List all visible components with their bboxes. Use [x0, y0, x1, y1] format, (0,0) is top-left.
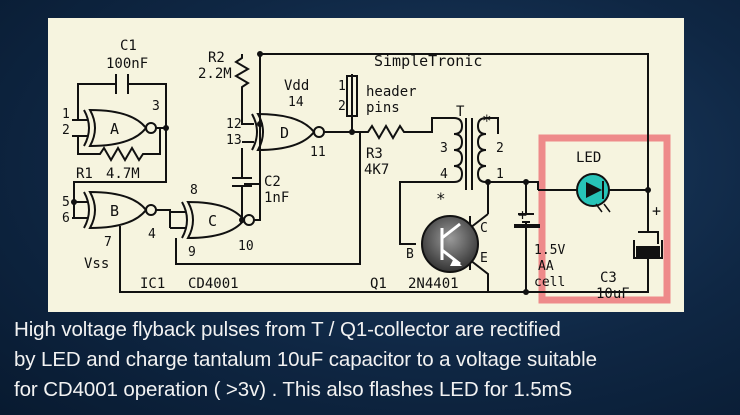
pin-14: 14: [288, 95, 304, 110]
cell-voltage-label: 1.5V: [534, 243, 565, 258]
r3-name: R3: [366, 146, 383, 162]
pin-3: 3: [152, 99, 160, 114]
header-pin-1: 1: [338, 79, 346, 94]
q1-emitter-label: E: [480, 251, 488, 266]
capacitor-c3: [526, 240, 663, 293]
caption-line-3: for CD4001 operation ( >3v) . This also …: [14, 378, 573, 401]
pin-2: 2: [62, 123, 70, 138]
brand-label: SimpleTronic: [374, 52, 482, 70]
pin-13: 13: [226, 133, 242, 148]
c1-name: C1: [120, 38, 137, 54]
gate-b-label: B: [110, 202, 119, 220]
q1-part-label: 2N4401: [408, 276, 459, 292]
pin-10: 10: [238, 239, 254, 254]
transformer-pin-3: 3: [440, 141, 448, 156]
gate-a-label: A: [110, 120, 119, 138]
battery-cell: [514, 224, 540, 228]
pin-9: 9: [188, 245, 196, 260]
ic-part-label: CD4001: [188, 276, 239, 292]
c3-plus: +: [652, 202, 661, 220]
vss-label: Vss: [84, 256, 109, 272]
r2-name: R2: [208, 50, 225, 66]
transformer-pin-4: 4: [440, 167, 448, 182]
q1-ref-label: Q1: [370, 276, 387, 292]
header-label-1: header: [366, 84, 417, 100]
transformer-label: T: [456, 104, 465, 120]
led-label: LED: [576, 150, 601, 166]
transformer-pin-2: 2: [496, 141, 504, 156]
pin-11: 11: [310, 145, 326, 160]
ic-ref-label: IC1: [140, 276, 165, 292]
c2-name: C2: [264, 174, 281, 190]
pin-5: 5: [62, 195, 70, 210]
dot-mark-1: *: [482, 111, 492, 130]
gate-d-label: D: [280, 124, 289, 142]
q1-collector-label: C: [480, 221, 488, 236]
r3-value: 4K7: [364, 162, 389, 178]
battery-plus: +: [518, 206, 527, 224]
transformer-pin-1: 1: [496, 167, 504, 182]
transistor-q1: [421, 215, 479, 273]
c3-name: C3: [600, 270, 617, 286]
cell-label-2: cell: [534, 275, 565, 290]
pin-1: 1: [62, 107, 70, 122]
q1-base-label: B: [406, 247, 414, 262]
dot-mark-2: *: [436, 189, 446, 208]
r2-value: 2.2M: [198, 66, 232, 82]
pin-8: 8: [190, 183, 198, 198]
caption-line-2: by LED and charge tantalum 10uF capacito…: [14, 348, 597, 371]
header-label-2: pins: [366, 100, 400, 116]
schematic-paper: [48, 18, 684, 312]
cell-label-1: AA: [538, 259, 554, 274]
c3-value: 10uF: [596, 286, 630, 302]
pin-4: 4: [148, 227, 156, 242]
pin-12: 12: [226, 117, 242, 132]
caption: High voltage flyback pulses from T / Q1-…: [14, 315, 734, 405]
header-pin-2: 2: [338, 99, 346, 114]
pin-7: 7: [104, 235, 112, 250]
caption-line-1: High voltage flyback pulses from T / Q1-…: [14, 318, 561, 341]
r1-value: 4.7M: [106, 166, 140, 182]
c2-value: 1nF: [264, 190, 289, 206]
vdd-label: Vdd: [284, 78, 309, 94]
schematic-diagram: C1 100nF R2 2.2M R1 4.7M C2 1nF R3 4K7 C…: [48, 18, 684, 312]
r1-name: R1: [76, 166, 93, 182]
c1-value: 100nF: [106, 56, 148, 72]
gate-c-label: C: [208, 212, 217, 230]
pin-6: 6: [62, 211, 70, 226]
highlight-box: [538, 134, 671, 304]
